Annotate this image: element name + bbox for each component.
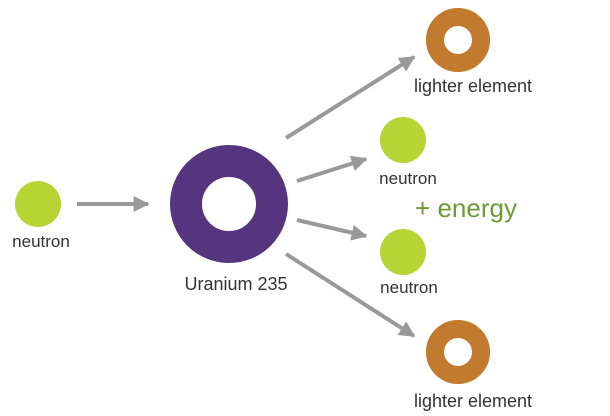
arrow-to-neutron-bottom — [296, 218, 368, 241]
lighter-element-top-label: lighter element — [413, 76, 533, 96]
lighter-element-bottom-label: lighter element — [413, 391, 533, 411]
arrow-to-neutron-top — [296, 155, 368, 183]
incoming-neutron-particle — [15, 181, 61, 227]
lighter-element-top-particle — [426, 8, 490, 72]
arrow-to-lighter-element-bottom — [284, 252, 416, 338]
arrow-to-lighter-element-top — [284, 55, 416, 140]
uranium-label: Uranium 235 — [184, 274, 288, 294]
neutron-top-particle — [380, 117, 426, 163]
neutron-top-label: neutron — [379, 169, 437, 188]
neutron-bottom-particle — [380, 229, 426, 275]
uranium-235-nucleus — [170, 145, 288, 263]
energy-label: + energy — [415, 193, 517, 223]
neutron-bottom-label: neutron — [380, 278, 438, 297]
incoming-neutron-label: neutron — [12, 232, 70, 251]
lighter-element-bottom-particle — [426, 320, 490, 384]
